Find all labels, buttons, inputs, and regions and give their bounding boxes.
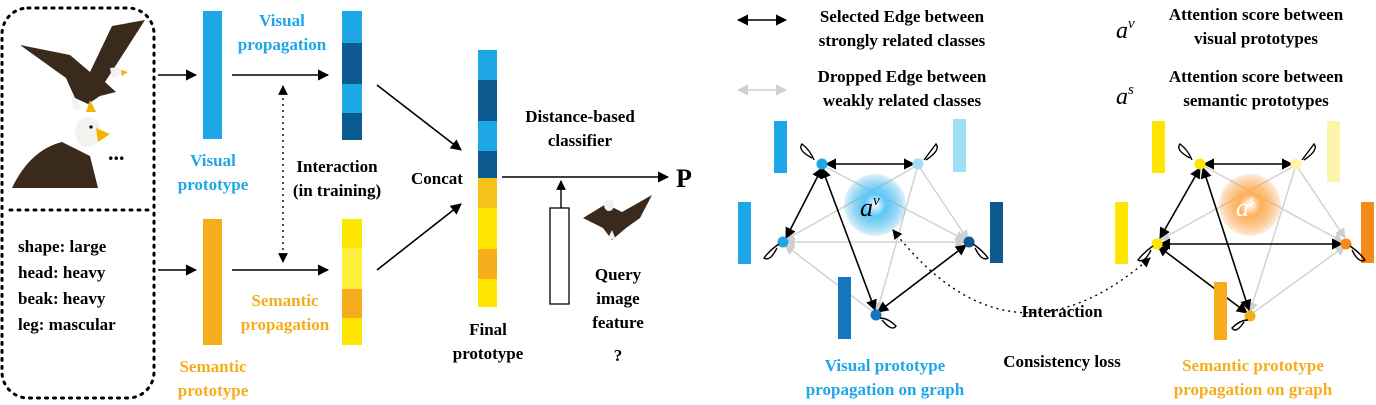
classifier-label-1: Distance-based [525, 107, 635, 126]
semantic-propagation-label-2: propagation [241, 315, 330, 334]
legend-av-symbol: av [1116, 16, 1135, 44]
query-label-4: ? [614, 346, 623, 365]
visual-prototype-label-2: prototype [178, 175, 249, 194]
visual-graph-caption-1: Visual prototype [825, 356, 946, 375]
attribute-beak: beak: heavy [18, 289, 106, 308]
legend-dropped-edge-1: Dropped Edge between [818, 67, 987, 86]
visual-graph: av [738, 119, 1003, 339]
query-label-1: Query [595, 265, 642, 284]
attribute-shape: shape: large [18, 237, 107, 256]
consistency-loss-label: Consistency loss [1003, 352, 1121, 371]
legend-selected-edge-1: Selected Edge between [820, 7, 985, 26]
semantic-graph: as [1115, 121, 1374, 340]
interaction-label-2: (in training) [293, 181, 381, 200]
semantic-propagated-bar [342, 219, 362, 345]
query-feature-bar [549, 207, 570, 305]
final-prototype-label-1: Final [469, 320, 507, 339]
semantic-propagation-label-1: Semantic [251, 291, 319, 310]
semantic-prototype-label-1: Semantic [179, 357, 247, 376]
legend-as-symbol: as [1116, 82, 1134, 110]
legend-dropped-edge-2: weakly related classes [823, 91, 982, 110]
semantic-prototype-bar [203, 219, 222, 345]
final-prototype-bar [478, 50, 497, 307]
final-prototype-label-2: prototype [453, 344, 524, 363]
concat-label: Concat [411, 169, 463, 188]
eagle-image-2 [12, 117, 110, 188]
semantic-prototype-label-2: prototype [178, 381, 249, 400]
attribute-leg: leg: mascular [18, 315, 116, 334]
visual-graph-caption-2: propagation on graph [806, 380, 965, 399]
classifier-label-2: classifier [548, 131, 613, 150]
interaction-label-1: Interaction [296, 157, 378, 176]
legend-as-text-2: semantic prototypes [1183, 91, 1329, 110]
visual-prototype-bar [203, 11, 222, 139]
arrow-semantic-concat [376, 203, 462, 271]
visual-propagation-label-2: propagation [238, 35, 327, 54]
query-label-2: image [596, 289, 640, 308]
legend-as-text-1: Attention score between [1169, 67, 1344, 86]
legend-av-text-2: visual prototypes [1194, 29, 1318, 48]
graph-interaction-label: Interaction [1021, 302, 1103, 321]
attribute-list: shape: large head: heavy beak: heavy leg… [18, 237, 116, 334]
eagle-image-1 [20, 20, 145, 112]
semantic-graph-caption-1: Semantic prototype [1182, 356, 1324, 375]
eagle-image-query [583, 195, 652, 240]
graph-interaction-arrow [892, 229, 1151, 314]
arrow-visual-concat [376, 84, 462, 151]
output-p: P [676, 164, 692, 193]
legend-av-text-1: Attention score between [1169, 5, 1344, 24]
visual-center-label: av [860, 193, 880, 222]
query-label-3: feature [592, 313, 644, 332]
visual-propagation-label-1: Visual [259, 11, 305, 30]
input-box [0, 6, 156, 400]
visual-propagated-bar [342, 11, 362, 140]
attribute-head: head: heavy [18, 263, 106, 282]
legend-selected-edge-2: strongly related classes [819, 31, 986, 50]
semantic-graph-caption-2: propagation on graph [1174, 380, 1333, 399]
visual-prototype-label-1: Visual [190, 151, 236, 170]
ellipsis-text: ... [108, 140, 125, 165]
semantic-center-label: as [1236, 193, 1255, 222]
